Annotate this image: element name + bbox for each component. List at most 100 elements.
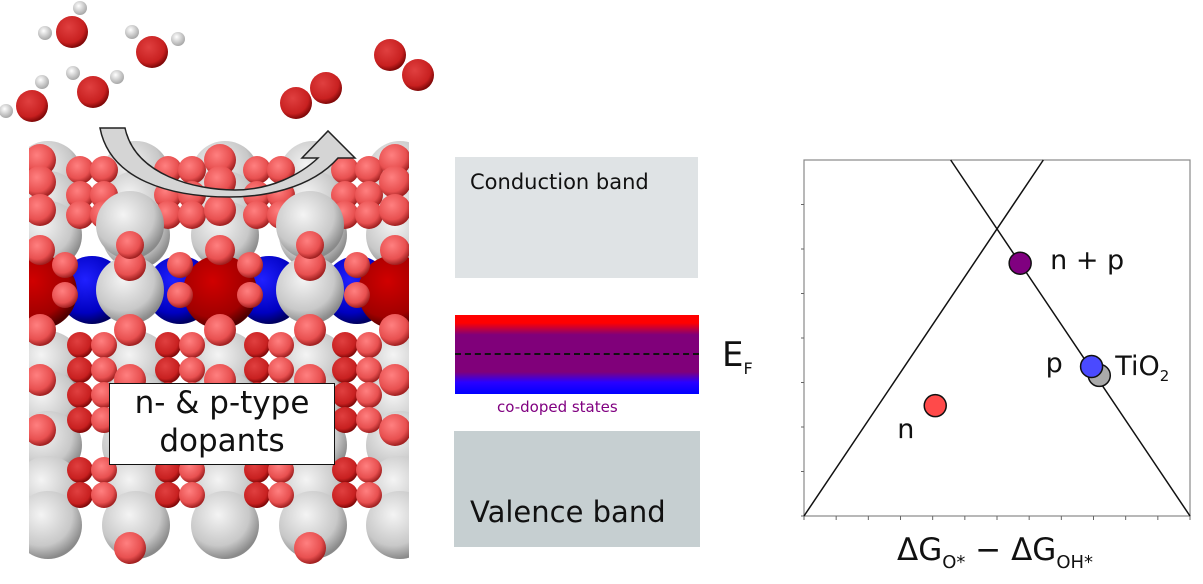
data-point <box>923 393 947 418</box>
o2-oxygen-atom <box>402 59 434 91</box>
hydrogen-atom <box>73 1 87 15</box>
o-atom <box>332 407 358 433</box>
molecular-slab-render <box>0 1 434 564</box>
o-atom <box>29 194 56 226</box>
conduction-band-label: Conduction band <box>470 170 649 194</box>
ti-atom <box>276 256 344 324</box>
o-atom <box>244 332 270 358</box>
valence-band: Valence band <box>454 431 700 547</box>
dopant-label-line1: n- & p-type <box>134 385 310 421</box>
o-atom <box>356 457 382 483</box>
o-atom <box>331 156 359 184</box>
o-atom <box>356 407 382 433</box>
data-point-label: n <box>897 413 915 445</box>
data-point <box>1087 363 1112 388</box>
ti-atom <box>276 191 344 259</box>
o-atom <box>29 364 56 396</box>
hydrogen-atom <box>171 32 185 46</box>
o-atom <box>267 156 295 184</box>
o-atom <box>167 282 193 308</box>
o-atom <box>379 414 409 446</box>
o2-oxygen-atom <box>310 72 342 104</box>
o-atom <box>332 457 358 483</box>
ti-atom <box>96 256 164 324</box>
o-atom <box>67 332 93 358</box>
o2-oxygen-atom <box>374 39 406 71</box>
o-atom <box>356 482 382 508</box>
o-atom <box>67 357 93 383</box>
hydrogen-atom <box>38 26 52 40</box>
o-atom <box>179 332 205 358</box>
o-atom <box>379 166 409 198</box>
o-atom <box>155 332 181 358</box>
water-oxygen-atom <box>136 36 168 68</box>
o-atom <box>204 144 236 176</box>
codoped-states-band <box>455 315 699 394</box>
volcano-line-right-branch <box>950 159 1191 517</box>
o-atom <box>356 332 382 358</box>
o-atom <box>355 201 383 229</box>
water-oxygen-atom <box>56 16 88 48</box>
o-atom <box>243 201 271 229</box>
o-atom <box>379 314 409 346</box>
o-atom <box>67 382 93 408</box>
o-atom <box>204 314 236 346</box>
o-atom <box>344 252 370 278</box>
o-atom <box>237 252 263 278</box>
dopant-label-box: n- & p-type dopants <box>109 383 335 465</box>
o-atom <box>379 364 409 396</box>
o-atom <box>179 482 205 508</box>
hydrogen-atom <box>110 70 124 84</box>
fermi-level-label: EF <box>722 335 753 378</box>
o-atom <box>204 194 236 226</box>
valence-band-label: Valence band <box>470 495 666 529</box>
o2-oxygen-atom <box>280 87 312 119</box>
o-atom <box>29 414 56 446</box>
data-point <box>1008 251 1032 275</box>
o-atom <box>356 357 382 383</box>
o-atom <box>29 166 56 198</box>
fermi-level-line <box>455 353 699 355</box>
o-atom <box>67 482 93 508</box>
o-atom <box>294 314 326 346</box>
conduction-band: Conduction band <box>455 157 698 278</box>
o-atom <box>344 282 370 308</box>
o-atom <box>296 231 324 259</box>
water-oxygen-atom <box>16 90 48 122</box>
o-atom <box>332 357 358 383</box>
o-atom <box>67 407 93 433</box>
o-atom <box>331 181 359 209</box>
o-atom <box>167 252 193 278</box>
o-atom <box>243 156 271 184</box>
o-atom <box>332 332 358 358</box>
volcano-lines <box>803 159 1191 517</box>
o-atom <box>66 181 94 209</box>
o-atom <box>294 532 326 564</box>
o-atom <box>116 231 144 259</box>
data-point <box>1079 354 1104 379</box>
o-atom <box>52 252 78 278</box>
o-atom <box>91 482 117 508</box>
o-atom <box>114 314 146 346</box>
o-atom <box>29 235 55 265</box>
o-atom <box>91 357 117 383</box>
o-atom <box>178 156 206 184</box>
data-point-label: n + p <box>1050 245 1125 277</box>
n-dopant-atom <box>183 255 257 329</box>
o-atom <box>205 235 235 265</box>
data-point-label: p <box>1045 348 1063 380</box>
hydrogen-atom <box>125 25 139 39</box>
o-atom <box>244 357 270 383</box>
o-atom <box>114 532 146 564</box>
codoped-states-label: co-doped states <box>497 398 618 416</box>
o-atom <box>268 357 294 383</box>
o-atom <box>379 194 409 226</box>
o-atom <box>355 156 383 184</box>
o-atom <box>67 457 93 483</box>
x-axis-label: ΔGO* − ΔGOH* <box>897 532 1094 573</box>
o-atom <box>178 201 206 229</box>
o-atom <box>237 282 263 308</box>
o-atom <box>155 357 181 383</box>
volcano-line-left-branch <box>803 159 1044 517</box>
data-points <box>923 251 1112 418</box>
